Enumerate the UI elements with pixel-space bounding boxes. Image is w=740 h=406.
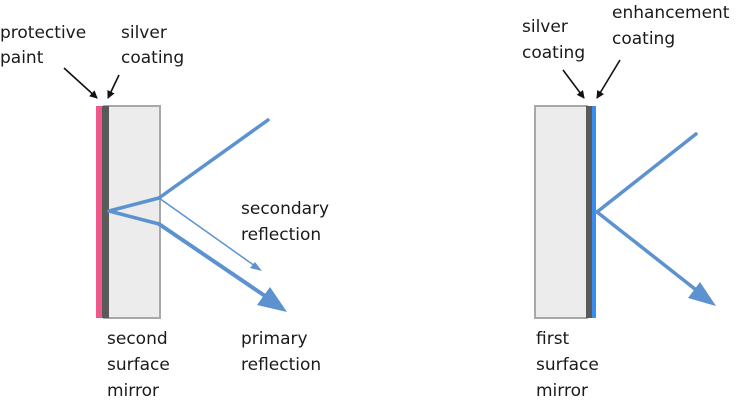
secondary-reflection-arrowhead [250, 262, 262, 271]
secondary-reflection-ray [158, 197, 256, 267]
silver-coating-leader [107, 74, 120, 99]
primary-reflection-arrowhead [257, 287, 287, 312]
incident-ray [157, 118, 270, 200]
refracted-ray-in [107, 196, 161, 213]
reflected-ray [595, 210, 702, 295]
first-surface-mirror-panel: silver coating enhancement coating first… [522, 3, 735, 401]
glass-substrate [534, 105, 588, 319]
silver-coating-leader [562, 69, 585, 99]
secondary-reflection-label: secondary reflection [241, 199, 335, 245]
silver-coating-layer [102, 106, 109, 318]
refracted-ray-out [107, 209, 161, 226]
reflected-ray-arrowhead [688, 282, 716, 306]
silver-coating-label: silver coating [522, 17, 585, 63]
enhancement-coating-leader [596, 59, 621, 99]
incident-ray [595, 132, 698, 214]
second-surface-mirror-panel: protective paint silver coating secondar… [0, 23, 335, 401]
primary-reflection-ray [157, 222, 270, 300]
first-surface-mirror-label: first surface mirror [536, 329, 604, 401]
primary-reflection-label: primary reflection [241, 329, 321, 375]
second-surface-mirror-label: second surface mirror [107, 329, 175, 401]
protective-paint-leader [63, 67, 98, 99]
protective-paint-label: protective paint [0, 23, 92, 68]
silver-coating-layer [586, 106, 592, 318]
enhancement-coating-label: enhancement coating [612, 3, 735, 49]
protective-paint-layer [96, 106, 102, 318]
silver-coating-label: silver coating [121, 23, 184, 68]
enhancement-coating-layer [592, 106, 596, 318]
